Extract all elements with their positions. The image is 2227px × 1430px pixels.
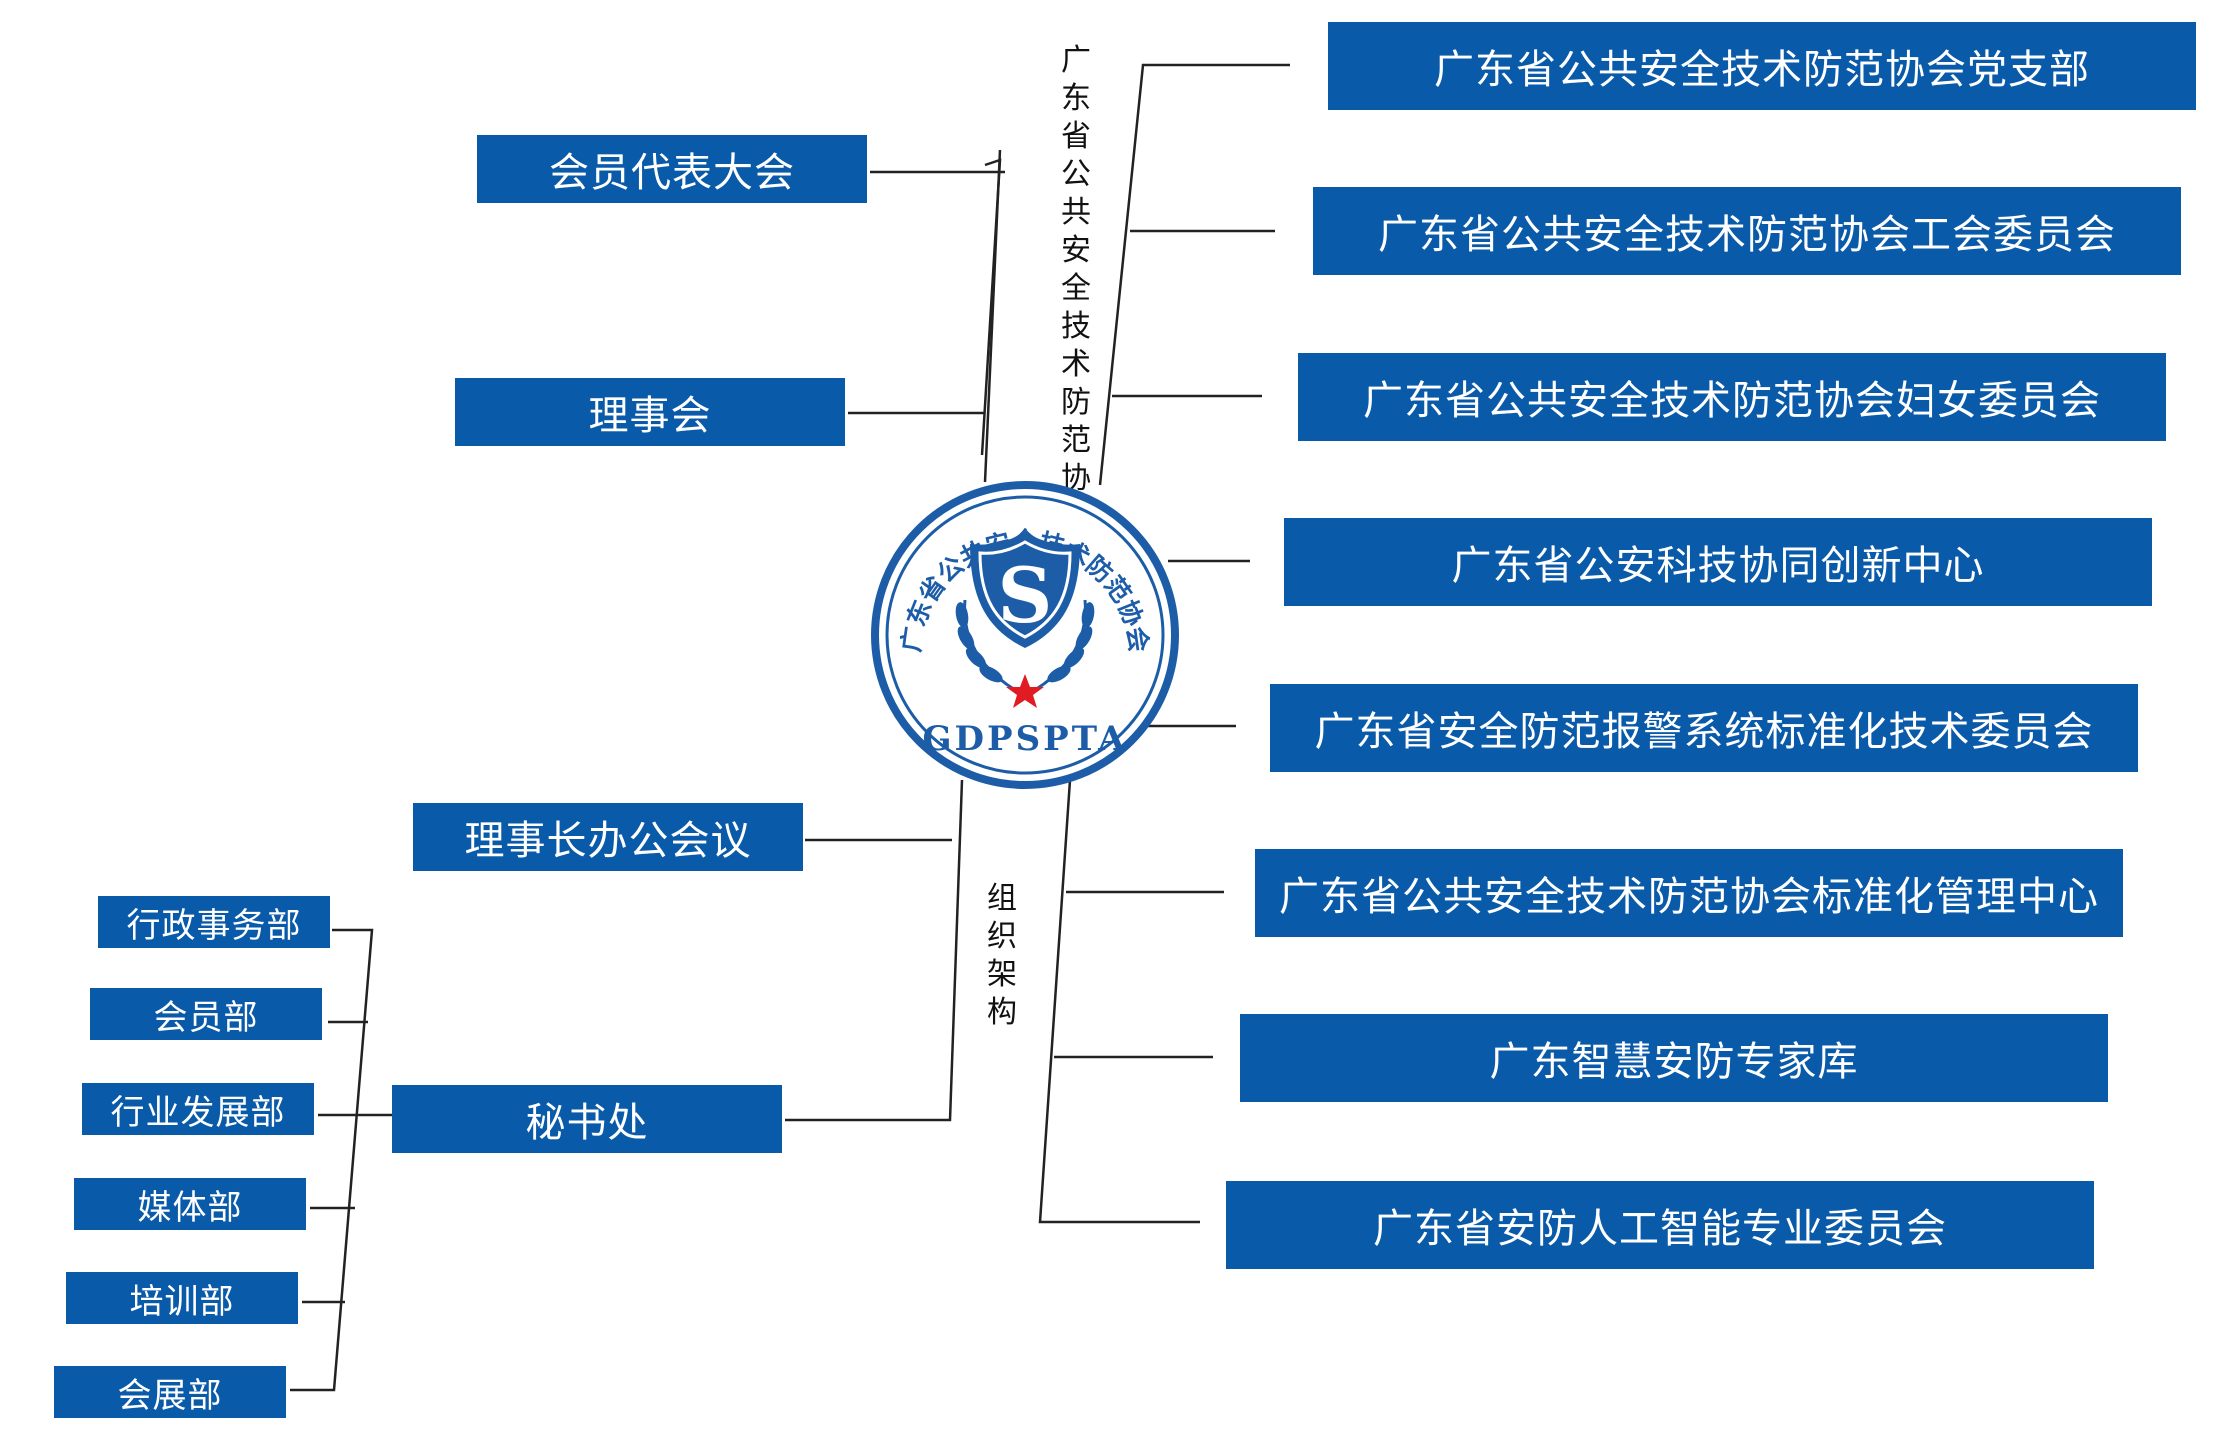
node-chairman-office-meeting: 理事长办公会议 [413, 803, 803, 871]
node-council: 理事会 [455, 378, 845, 446]
logo-letters: GDPSPTA [922, 719, 1127, 759]
trunk-right-upper [1098, 63, 1290, 486]
node-labor-union: 广东省公共安全技术防范协会工会委员会 [1313, 187, 2181, 275]
org-name-char: 安 [1061, 233, 1091, 268]
org-name-char: 公 [1061, 157, 1091, 192]
logo-mark: S [998, 551, 1053, 640]
node-expert-pool: 广东智慧安防专家库 [1240, 1014, 2108, 1102]
trunk-left-lower [785, 779, 964, 1122]
node-ai-committee: 广东省安防人工智能专业委员会 [1226, 1181, 2094, 1269]
association-logo: 广东省公共安全技术防范协会 S GDPSPTA [871, 481, 1179, 789]
dept-industry-development: 行业发展部 [82, 1083, 314, 1135]
trunk-left-upper [983, 149, 1002, 483]
org-name-char: 范 [1061, 423, 1091, 458]
dept-membership: 会员部 [90, 988, 322, 1040]
dept-administration: 行政事务部 [98, 896, 330, 948]
star-icon [1006, 674, 1044, 708]
dept-exhibition: 会展部 [54, 1366, 286, 1418]
structure-label-vertical: 组织架构 [984, 880, 1020, 1032]
node-party-branch: 广东省公共安全技术防范协会党支部 [1328, 22, 2196, 110]
laurel-icon [955, 599, 1095, 692]
org-name-char: 东 [1061, 81, 1091, 116]
org-name-vertical: 广东省公共安全技术防范协会 [1058, 42, 1094, 536]
node-innovation-center: 广东省公安科技协同创新中心 [1284, 518, 2152, 606]
dept-training: 培训部 [66, 1272, 298, 1324]
org-name-char: 技 [1061, 309, 1091, 344]
structure-label-char: 织 [987, 919, 1017, 954]
org-name-char: 共 [1061, 195, 1091, 230]
org-name-char: 防 [1061, 385, 1091, 420]
structure-label-char: 架 [987, 957, 1017, 992]
dept-media: 媒体部 [74, 1178, 306, 1230]
org-name-char: 全 [1061, 271, 1091, 306]
trunk-right-lower [1038, 779, 1200, 1224]
dept-bracket [290, 928, 374, 1392]
structure-label-char: 组 [987, 881, 1017, 916]
org-name-char: 广 [1061, 43, 1091, 78]
structure-label-char: 构 [987, 995, 1017, 1030]
org-name-char: 省 [1061, 119, 1091, 154]
node-member-congress: 会员代表大会 [477, 135, 867, 203]
node-alarm-standards-committee: 广东省安全防范报警系统标准化技术委员会 [1270, 684, 2138, 772]
node-secretariat: 秘书处 [392, 1085, 782, 1153]
org-name-char: 术 [1061, 347, 1091, 382]
node-womens-committee: 广东省公共安全技术防范协会妇女委员会 [1298, 353, 2166, 441]
node-standardization-center: 广东省公共安全技术防范协会标准化管理中心 [1255, 849, 2123, 937]
shield-icon [970, 532, 1080, 648]
